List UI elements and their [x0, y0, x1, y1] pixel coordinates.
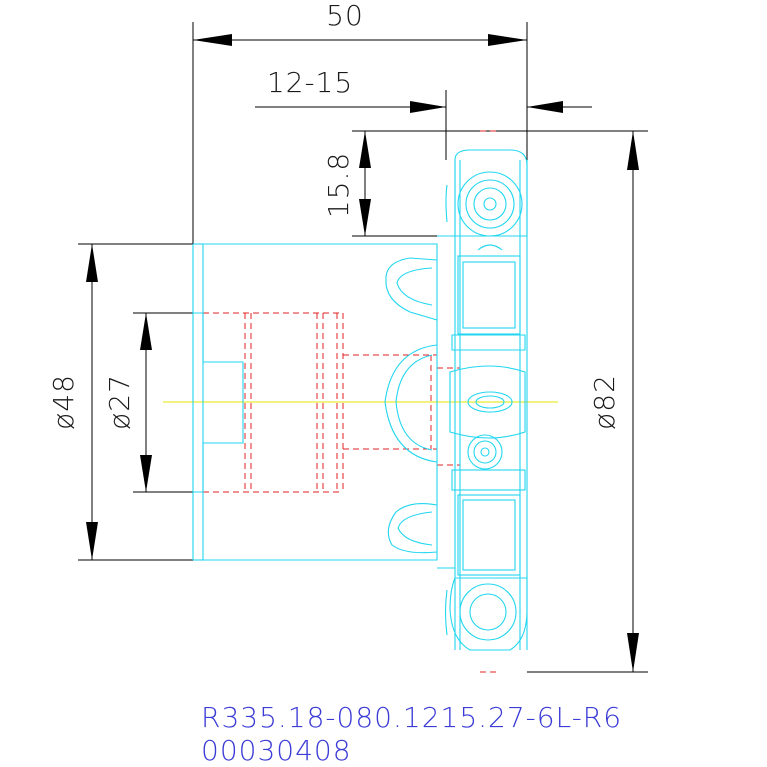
dim-overall-length: 50 — [192, 0, 528, 244]
dim-insert-height: 15.8 — [322, 130, 648, 237]
dim-insert-height-label: 15.8 — [322, 152, 355, 218]
dim-hub-diameter: ø48 — [47, 243, 198, 561]
dim-hub-diameter-label: ø48 — [47, 374, 80, 430]
dim-overall-length-label: 50 — [326, 0, 364, 32]
dim-cutting-depth-label: 12-15 — [267, 66, 353, 99]
dim-bore-diameter: ø27 — [103, 312, 205, 493]
dim-bore-diameter-label: ø27 — [103, 374, 136, 430]
dim-cutting-depth: 12-15 — [255, 66, 592, 160]
dim-cutter-diameter: ø82 — [527, 131, 648, 673]
item-code: 00030408 — [201, 734, 352, 767]
cutter-body-outline — [192, 149, 528, 651]
part-number: R335.18-080.1215.27-6L-R6 — [201, 701, 622, 734]
dim-cutter-diameter-label: ø82 — [588, 374, 621, 430]
